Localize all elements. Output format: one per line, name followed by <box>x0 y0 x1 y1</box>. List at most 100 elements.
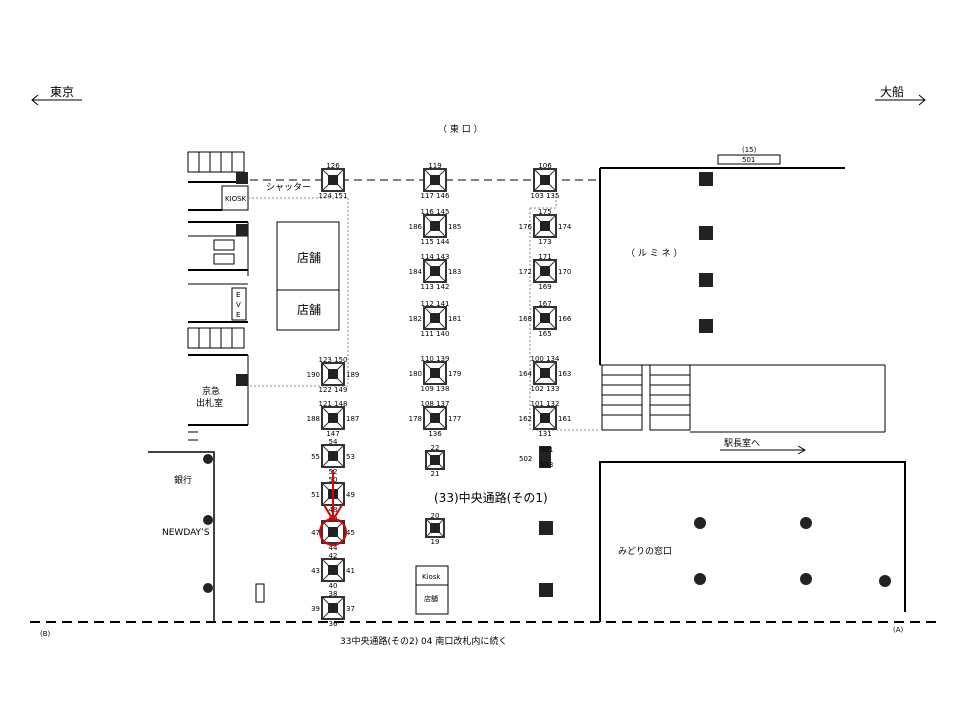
ev-label: E <box>236 291 240 299</box>
pillar-number: 184 <box>409 268 423 276</box>
keikyu-label: 京急 <box>202 385 220 397</box>
pillar-number: 108 137 <box>421 400 450 408</box>
pillar-number: 106 <box>538 162 552 170</box>
midori-label: みどりの窓口 <box>618 545 672 557</box>
shop-small-label: 店舗 <box>424 594 438 603</box>
direction-tokyo: 東京 <box>50 85 74 99</box>
pillar: 38 36 39 37 <box>311 590 355 628</box>
pillar-number: 173 <box>538 238 551 246</box>
pillar-number: 190 <box>307 371 320 379</box>
pillar-number: 167 <box>538 300 551 308</box>
pillar-number: 45 <box>346 529 355 537</box>
pillar-number: 54 <box>329 438 338 446</box>
pillar-number: 188 <box>307 415 320 423</box>
pillar-number: 39 <box>311 605 320 613</box>
pillar-number: 19 <box>431 538 440 546</box>
pillar-number: 110 139 <box>421 355 450 363</box>
pillar-number: 123 150 <box>319 356 348 364</box>
square-pillar <box>539 521 553 535</box>
stairs-right-1 <box>601 364 643 431</box>
pillar-number: 115 144 <box>421 238 450 246</box>
pillar-number: 117 146 <box>421 192 450 200</box>
pillar-number: 168 <box>519 315 532 323</box>
pillar-number: 172 <box>519 268 532 276</box>
pillar-number: 114 143 <box>421 253 450 261</box>
pillar-number: 111 140 <box>421 330 450 338</box>
pillar-number: 112 141 <box>421 300 450 308</box>
ev-label: E <box>236 311 240 319</box>
shop-block <box>276 221 340 331</box>
kiosk-small-label: Kiosk <box>422 573 441 581</box>
page-title: (33)中央通路(その1) <box>434 490 548 505</box>
pillar-number: 43 <box>311 567 320 575</box>
pillar-number: 109 138 <box>421 385 450 393</box>
round-pillar <box>694 573 706 585</box>
sign-number: 501 <box>742 156 755 164</box>
pillar-number: 185 <box>448 223 461 231</box>
pillar-number: 171 <box>538 253 551 261</box>
square-pillar <box>699 273 713 287</box>
stairs-top <box>187 151 245 173</box>
stairs-right-2 <box>649 364 691 431</box>
pillar-number: 103 135 <box>531 192 560 200</box>
pillar-number: 49 <box>346 491 355 499</box>
kiosk-small-box <box>415 565 449 615</box>
pillar-number: 20 <box>431 512 440 520</box>
pillar-number: 177 <box>448 415 461 423</box>
pillar-number: 131 <box>538 430 551 438</box>
pillar-number: 180 <box>409 370 422 378</box>
round-pillar <box>203 583 213 593</box>
pillar-number: 179 <box>448 370 461 378</box>
pillar-number: 183 <box>448 268 461 276</box>
pillar: 106 103 135 <box>531 162 560 200</box>
round-pillar <box>203 515 213 525</box>
stationmaster-label: 駅長室へ <box>724 437 760 449</box>
pillar-number: 147 <box>326 430 339 438</box>
sign-501 <box>717 154 781 165</box>
elevator <box>231 287 247 321</box>
pillar-number: 37 <box>346 605 355 613</box>
pillar-501 <box>539 446 551 468</box>
pillar: 110 139 109 138 180 179 <box>409 355 462 393</box>
newdays-label: NEWDAY’S <box>162 528 210 538</box>
kiosk-label: KIOSK <box>225 195 247 203</box>
pillar-number: 501 <box>540 446 553 454</box>
square-pillar <box>699 319 713 333</box>
mark-a: (A) <box>893 626 904 634</box>
pillar-number: 161 <box>558 415 571 423</box>
square-pillar <box>539 583 553 597</box>
pillar-number: 53 <box>346 453 355 461</box>
pillar-number: 189 <box>346 371 359 379</box>
west-arrow-head <box>31 94 39 106</box>
direction-ofuna: 大船 <box>880 85 904 99</box>
pillar-number: 182 <box>409 315 422 323</box>
mark-b: (B) <box>40 630 51 638</box>
pillar-number: 175 <box>538 208 551 216</box>
pillar-number: 187 <box>346 415 359 423</box>
ev-label: V <box>236 301 241 309</box>
pillar-number: 38 <box>329 590 338 598</box>
pillar-number: 102 133 <box>531 385 560 393</box>
stairs-middle <box>187 327 245 349</box>
continuation-caption: 33中央通路(その2) 04 南口改札内に続く <box>340 635 507 647</box>
pillar-number: 100 134 <box>531 355 560 363</box>
pillar-number: 41 <box>346 567 355 575</box>
pillar-number: 42 <box>329 552 338 560</box>
pillar-number: 163 <box>558 370 571 378</box>
round-pillar <box>203 454 213 464</box>
pillar-number: 162 <box>519 415 532 423</box>
pillar-number: 124 151 <box>319 192 348 200</box>
pillar-number: 36 <box>329 620 338 628</box>
